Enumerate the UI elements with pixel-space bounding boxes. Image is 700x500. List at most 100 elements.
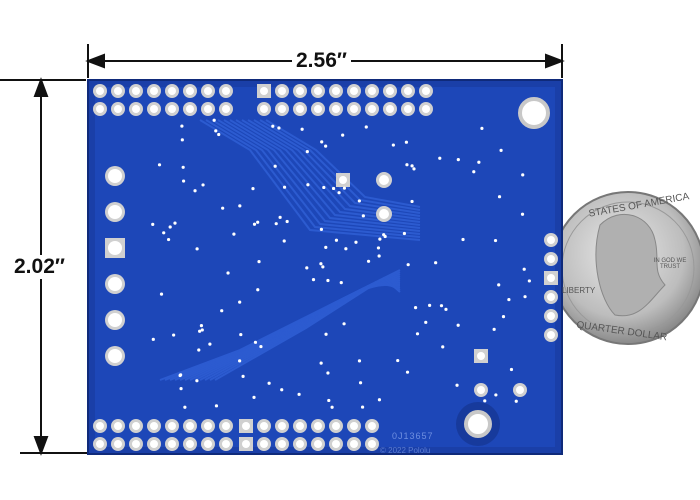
via — [377, 254, 381, 258]
pad-hole — [368, 422, 376, 430]
via — [509, 367, 514, 372]
pad-hole — [108, 241, 122, 255]
pad-hole — [332, 105, 340, 113]
via — [259, 344, 263, 349]
pad-hole — [368, 440, 376, 448]
pad-hole — [204, 105, 212, 113]
pad-hole — [242, 440, 250, 448]
via — [497, 283, 501, 287]
via — [324, 245, 328, 250]
copyright-text: © 2022 Pololu — [380, 446, 431, 455]
pad-hole — [222, 105, 230, 113]
pad-hole — [386, 87, 394, 95]
pad-hole — [278, 422, 286, 430]
pad-hole — [168, 440, 176, 448]
pcb-trace — [209, 278, 401, 381]
via — [232, 232, 236, 236]
pad-hole — [108, 277, 122, 291]
via — [331, 186, 336, 191]
via — [306, 183, 310, 187]
pad-hole — [96, 422, 104, 430]
pad-hole — [516, 386, 524, 394]
via — [507, 297, 511, 302]
via — [178, 373, 182, 378]
via — [273, 164, 277, 168]
via — [521, 173, 525, 177]
via — [327, 398, 331, 403]
via — [322, 185, 326, 190]
quarter-coin — [551, 191, 700, 345]
pad-hole — [404, 105, 412, 113]
via — [339, 281, 343, 285]
via — [456, 158, 460, 162]
pad-hole — [204, 422, 212, 430]
pad-hole — [547, 255, 555, 263]
pad-hole — [332, 440, 340, 448]
via — [256, 288, 260, 292]
via — [173, 221, 177, 225]
via — [252, 395, 256, 399]
pad-hole — [477, 386, 485, 394]
coin-liberty-text: LIBERTY — [562, 286, 596, 295]
via — [157, 163, 162, 167]
via — [212, 118, 216, 122]
pad-hole — [168, 422, 176, 430]
via — [501, 314, 506, 319]
via — [253, 340, 258, 344]
via — [195, 247, 199, 251]
via — [181, 179, 186, 183]
via — [523, 295, 527, 299]
via — [162, 231, 166, 235]
via — [341, 133, 345, 137]
via — [342, 322, 346, 326]
via — [252, 222, 257, 226]
pad-hole — [314, 105, 322, 113]
pcb-trace — [199, 119, 421, 241]
via — [477, 160, 481, 164]
via — [405, 370, 410, 374]
pad-hole — [350, 422, 358, 430]
pad-hole — [114, 87, 122, 95]
via — [472, 170, 476, 174]
pad-hole — [108, 169, 122, 183]
pcb-trace — [217, 119, 421, 232]
via — [527, 279, 531, 283]
pad-hole — [222, 440, 230, 448]
via — [257, 260, 261, 264]
via — [412, 167, 416, 171]
via — [241, 374, 245, 378]
via — [166, 237, 171, 242]
via — [382, 233, 386, 237]
via — [181, 165, 185, 169]
via — [439, 304, 444, 308]
pcb-trace — [229, 119, 421, 226]
via — [424, 320, 428, 324]
pad-hole — [168, 87, 176, 95]
via — [378, 237, 382, 241]
via — [214, 404, 219, 408]
pcb-trace — [259, 119, 421, 211]
pad-hole — [422, 105, 430, 113]
via — [238, 300, 242, 304]
via — [493, 238, 498, 243]
via — [480, 126, 484, 130]
via — [455, 383, 459, 387]
via — [183, 405, 187, 409]
pad-hole — [368, 105, 376, 113]
via — [410, 199, 414, 204]
pad-hole — [547, 236, 555, 244]
pad-hole — [222, 422, 230, 430]
pad-hole — [260, 105, 268, 113]
via — [198, 329, 202, 333]
pad-hole — [314, 87, 322, 95]
via — [274, 222, 278, 226]
via — [321, 265, 325, 269]
pad-hole — [260, 422, 268, 430]
via — [300, 127, 304, 131]
via — [410, 164, 414, 168]
via — [214, 129, 218, 133]
pad-hole — [204, 87, 212, 95]
via — [497, 195, 502, 199]
pad-hole — [186, 105, 194, 113]
via — [199, 323, 204, 328]
